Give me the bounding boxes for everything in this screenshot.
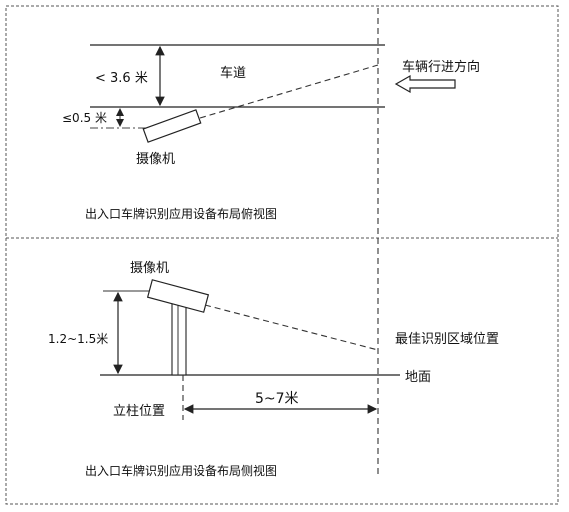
top-view: < 3.6 米 车道 ≤0.5 米 摄像机 车辆行进方向 出入口车牌识别应用设备…: [62, 44, 480, 221]
outer-frame: [5, 5, 559, 505]
camera-side: [146, 279, 210, 313]
side-view: 摄像机 1.2~1.5米 最佳识别区域位置 地面 5~7米 立柱位置 出入口车牌…: [48, 261, 499, 478]
camera-sight-side: [204, 304, 379, 351]
top-view-caption: 出入口车牌识别应用设备布局俯视图: [85, 206, 277, 221]
height-label: 1.2~1.5米: [48, 332, 108, 346]
offset-label: ≤0.5 米: [62, 111, 107, 125]
direction-arrow-icon: [394, 74, 456, 94]
best-zone-label: 最佳识别区域位置: [395, 332, 499, 347]
pillar: [171, 301, 187, 376]
lane-width-label: < 3.6 米: [95, 71, 148, 86]
distance-label: 5~7米: [255, 391, 299, 407]
lane-label: 车道: [220, 65, 246, 81]
ground-label: 地面: [405, 370, 431, 385]
camera-label-top: 摄像机: [136, 152, 175, 167]
direction-label: 车辆行进方向: [402, 59, 480, 75]
side-view-caption: 出入口车牌识别应用设备布局侧视图: [85, 463, 277, 478]
camera-sight-top: [199, 64, 379, 119]
camera-label-side: 摄像机: [130, 261, 169, 276]
pillar-label: 立柱位置: [113, 404, 165, 419]
camera-top: [142, 109, 202, 143]
